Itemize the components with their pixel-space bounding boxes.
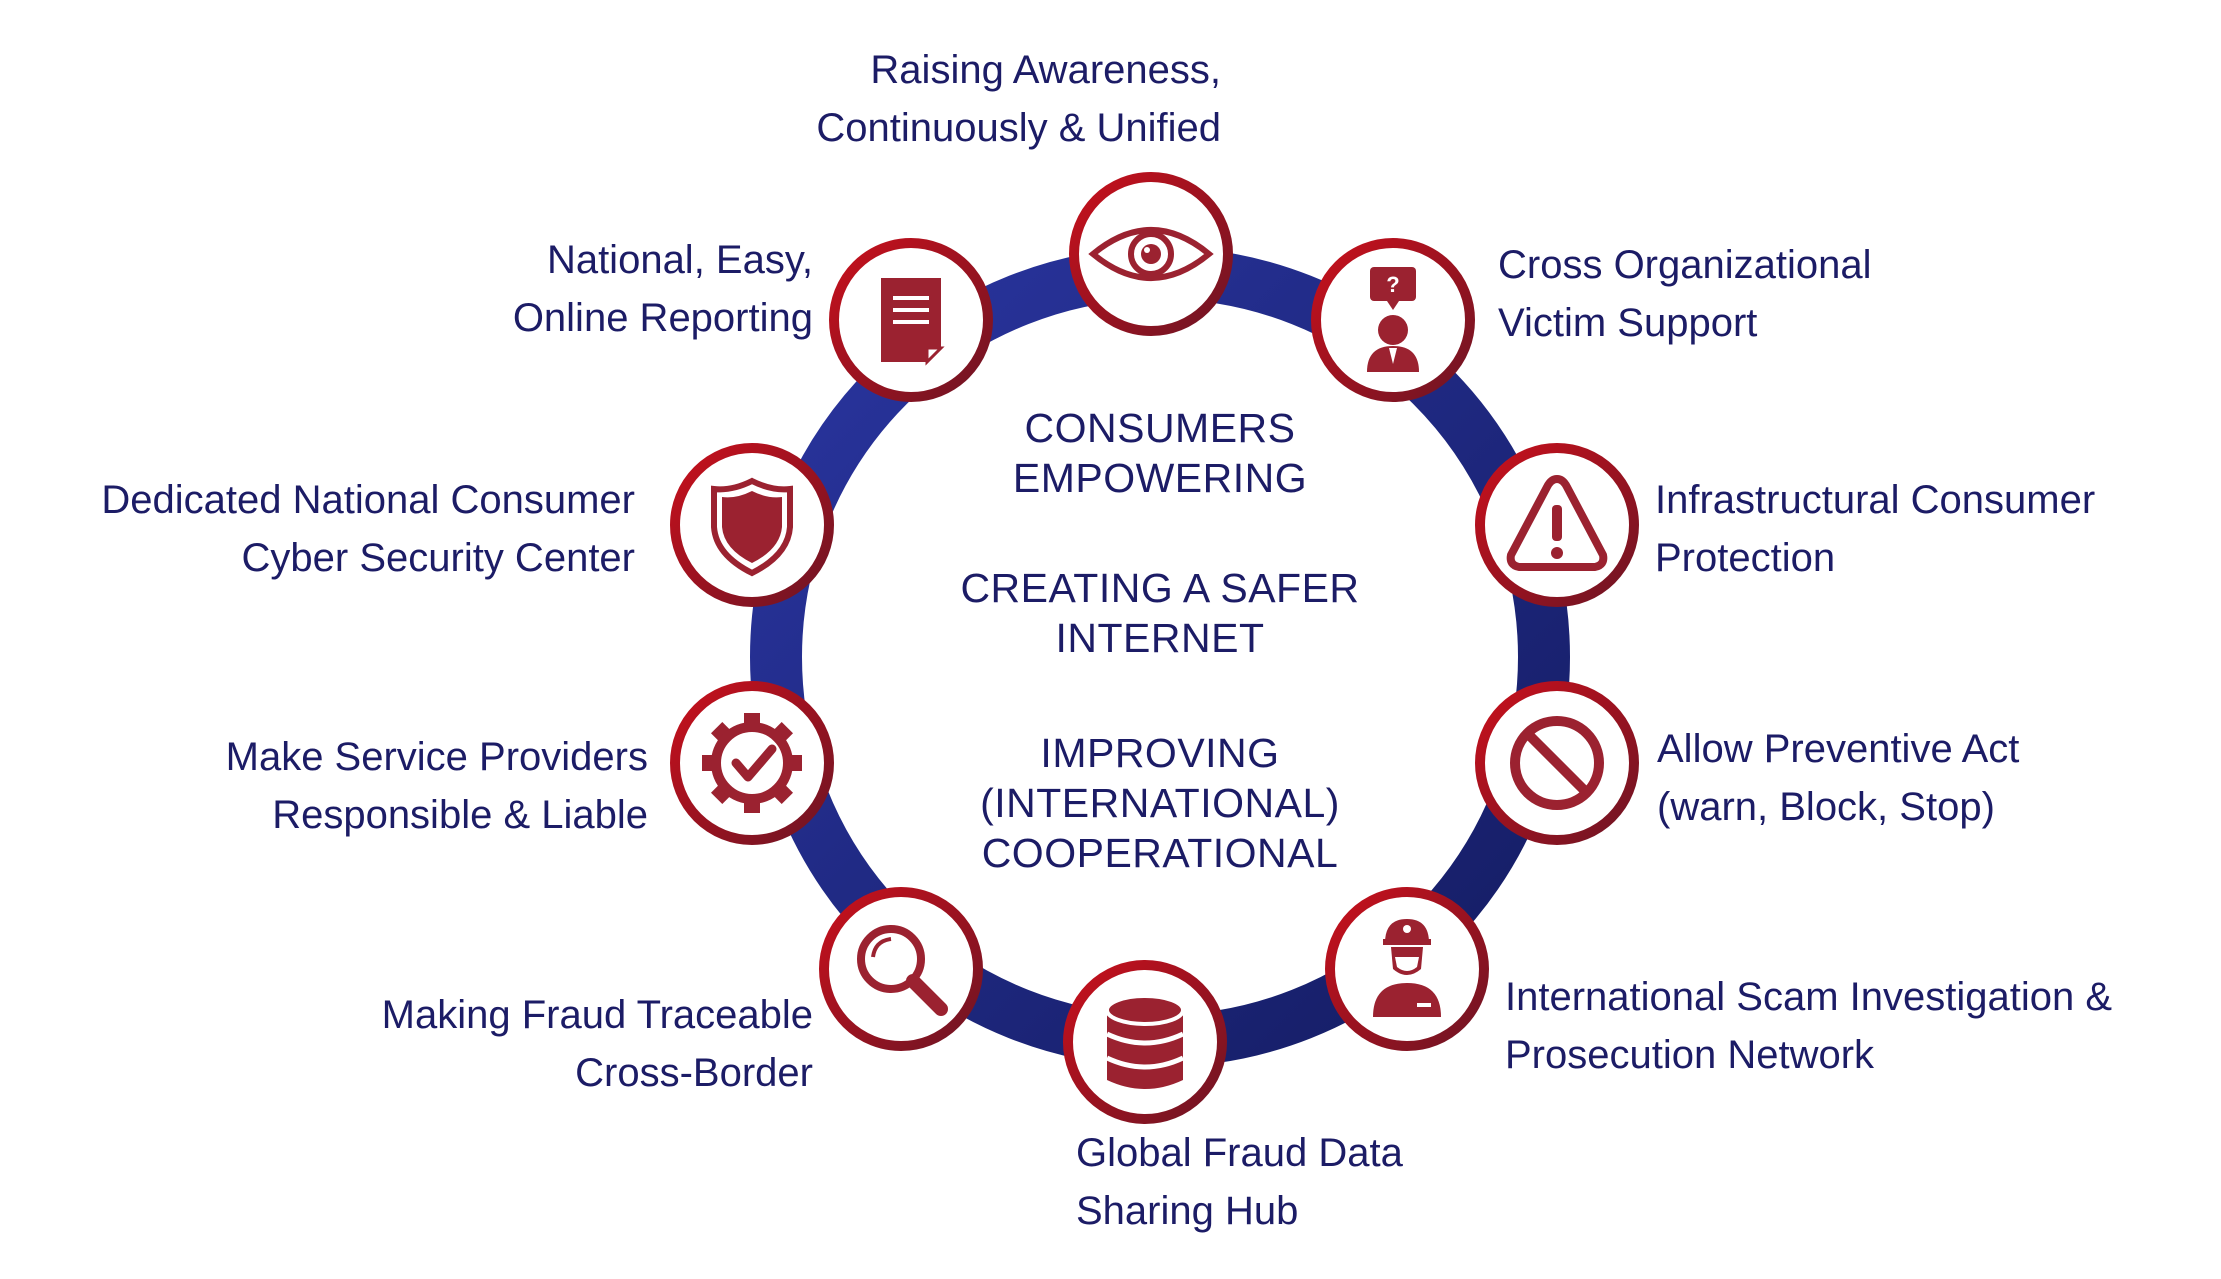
label-line: Cross Organizational — [1498, 243, 1872, 287]
label-line: Protection — [1655, 536, 1836, 580]
label-line: Cyber Security Center — [241, 536, 635, 580]
node-victim-support: ? — [1311, 238, 1475, 402]
label-reporting: National, Easy, Online Reporting — [513, 231, 813, 347]
database-icon — [1105, 994, 1185, 1089]
label-service-providers: Make Service Providers Responsible & Lia… — [226, 728, 648, 844]
center-text-line: EMPOWERING — [1012, 455, 1308, 501]
label-traceable: Making Fraud Traceable Cross-Border — [382, 986, 813, 1102]
node-cyber-center — [670, 443, 834, 607]
center-consumers-empowering: CONSUMERS EMPOWERING — [860, 403, 1460, 503]
label-line: Continuously & Unified — [816, 106, 1221, 150]
label-infrastructural: Infrastructural Consumer Protection — [1655, 471, 2095, 587]
label-line: Make Service Providers — [225, 735, 648, 779]
label-line: Allow Preventive Act — [1657, 727, 2020, 771]
label-data-hub: Global Fraud Data Sharing Hub — [1076, 1124, 1403, 1240]
label-line: Making Fraud Traceable — [381, 993, 813, 1037]
label-line: Cross-Border — [575, 1051, 813, 1095]
center-text-line: COOPERATIONAL — [981, 830, 1339, 876]
prohibited-icon — [1510, 716, 1604, 810]
label-line: Sharing Hub — [1076, 1189, 1299, 1233]
center-text-line: IMPROVING — [1040, 730, 1280, 776]
center-text-line: CREATING A SAFER — [960, 565, 1360, 611]
label-awareness: Raising Awareness, Continuously & Unifie… — [816, 41, 1221, 157]
label-line: Prosecution Network — [1505, 1033, 1875, 1077]
node-investigation — [1325, 887, 1489, 1051]
label-line: Global Fraud Data — [1076, 1131, 1403, 1175]
node-traceable — [819, 887, 983, 1051]
label-line: Raising Awareness, — [870, 48, 1221, 92]
node-data-hub — [1063, 960, 1227, 1124]
center-text-line: (INTERNATIONAL) — [980, 780, 1340, 826]
node-reporting — [829, 238, 993, 402]
center-text-line: INTERNET — [1055, 615, 1265, 661]
warning-icon — [1506, 475, 1608, 571]
eye-icon — [1088, 227, 1214, 281]
center-cooperational: IMPROVING (INTERNATIONAL) COOPERATIONAL — [860, 728, 1460, 878]
center-text-line: CONSUMERS — [1024, 405, 1296, 451]
document-icon — [881, 278, 945, 366]
gear-check-icon — [702, 713, 802, 813]
label-cyber-center: Dedicated National Consumer Cyber Securi… — [101, 471, 635, 587]
node-service-providers — [670, 681, 834, 845]
label-victim-support: Cross Organizational Victim Support — [1498, 236, 1872, 352]
magnifier-icon — [857, 925, 948, 1016]
label-investigation: International Scam Investigation & Prose… — [1505, 968, 2112, 1084]
node-awareness — [1069, 172, 1233, 336]
node-infrastructural — [1475, 443, 1639, 607]
label-line: International Scam Investigation & — [1505, 975, 2113, 1019]
label-line: Dedicated National Consumer — [101, 478, 635, 522]
investigator-icon — [1373, 919, 1441, 1017]
label-line: National, Easy, — [546, 238, 813, 282]
node-preventive — [1475, 681, 1639, 845]
label-line: Responsible & Liable — [272, 793, 648, 837]
label-line: Victim Support — [1498, 301, 1758, 345]
center-safer-internet: CREATING A SAFER INTERNET — [860, 563, 1460, 663]
label-line: (warn, Block, Stop) — [1657, 785, 1995, 829]
support-agent-icon: ? — [1367, 267, 1419, 372]
label-preventive: Allow Preventive Act (warn, Block, Stop) — [1657, 720, 2019, 836]
label-line: Online Reporting — [512, 296, 813, 340]
label-line: Infrastructural Consumer — [1655, 478, 2096, 522]
svg-text:?: ? — [1386, 272, 1399, 297]
shield-icon — [711, 477, 793, 577]
